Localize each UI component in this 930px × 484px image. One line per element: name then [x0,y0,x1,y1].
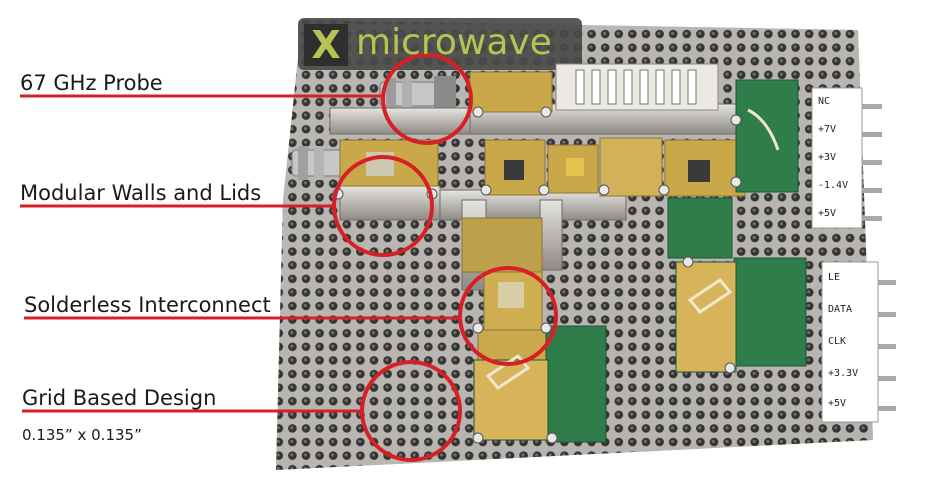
pin-label-clk: CLK [828,336,847,347]
logo-mark: X [304,24,348,66]
pcb-boards [473,79,807,443]
logo-panel [298,18,582,70]
callout-interconnect: Solderless Interconnect [24,293,271,317]
pin-label-7v: +7V [818,124,837,135]
pin-label-5v-top: +5V [818,208,837,219]
pin-label-5v-bottom: +5V [828,398,847,409]
pin-label-nc: NC [818,96,831,107]
logo-wordmark: microwave [356,22,552,63]
pin-label-le: LE [828,272,841,283]
modular-walls [329,103,739,291]
callout-probe: 67 GHz Probe [20,71,163,95]
callout-grid: Grid Based Design [22,386,217,410]
chips [366,152,710,308]
callout-walls: Modular Walls and Lids [20,181,262,205]
pin-label-3-3v: +3.3V [828,368,859,379]
dip-switch [555,63,719,111]
pin-panel-bottom [821,261,896,423]
callout-grid-spacing: 0.135” x 0.135” [22,426,142,444]
pin-panel-top [811,87,882,229]
pin-label-data: DATA [828,304,853,315]
probe-connector-upper [379,76,456,112]
pin-label-3v: +3V [818,152,837,163]
callout-lines [20,94,460,413]
callout-circles [332,53,558,462]
pin-label-neg1-4v: -1.4V [818,180,849,191]
